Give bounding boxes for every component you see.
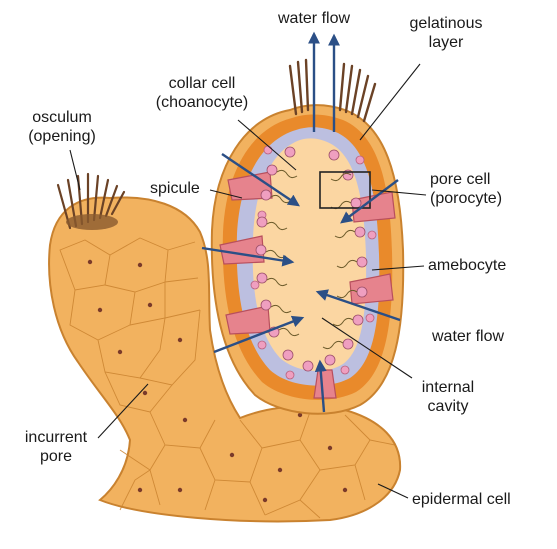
large-sponge [210, 58, 405, 415]
pore-cell-highlight-box [319, 171, 371, 209]
label-incurrent-line1: incurrent [24, 429, 88, 446]
label-osculum: osculum (opening) [14, 108, 110, 146]
small-sponge [48, 172, 402, 523]
label-gelatinous-line1: gelatinous [409, 15, 483, 32]
label-osculum-line1: osculum [32, 109, 92, 126]
label-collar-line2: (choanocyte) [155, 94, 249, 111]
label-gelatinous-line2: layer [428, 34, 464, 51]
leader-lines [69, 63, 427, 499]
label-internal-cavity: internal cavity [410, 378, 486, 416]
label-pore-cell: pore cell (porocyte) [430, 170, 502, 208]
label-pore-cell-line2: (porocyte) [430, 190, 503, 207]
label-water-flow-top: water flow [278, 10, 351, 27]
collar-cells [255, 146, 368, 372]
label-incurrent-line2: pore [39, 448, 73, 465]
label-internal-line2: cavity [427, 398, 469, 415]
large-osculum-fringe [288, 58, 377, 123]
label-osculum-line2: (opening) [28, 128, 96, 145]
internal-cavity [252, 138, 367, 371]
label-internal-line1: internal [421, 379, 475, 396]
water-flow-arrows [201, 31, 401, 413]
label-pore-cell-line1: pore cell [430, 171, 491, 188]
label-water-flow-side: water flow [432, 328, 505, 345]
label-spicule: spicule [150, 180, 200, 197]
label-collar-line1: collar cell [168, 75, 236, 92]
label-amebocyte: amebocyte [428, 257, 507, 274]
label-collar-cell: collar cell (choanocyte) [150, 74, 254, 112]
label-epidermal-cell: epidermal cell [412, 491, 511, 508]
label-incurrent-pore: incurrent pore [8, 428, 104, 466]
label-gelatinous-layer: gelatinous layer [403, 14, 489, 52]
